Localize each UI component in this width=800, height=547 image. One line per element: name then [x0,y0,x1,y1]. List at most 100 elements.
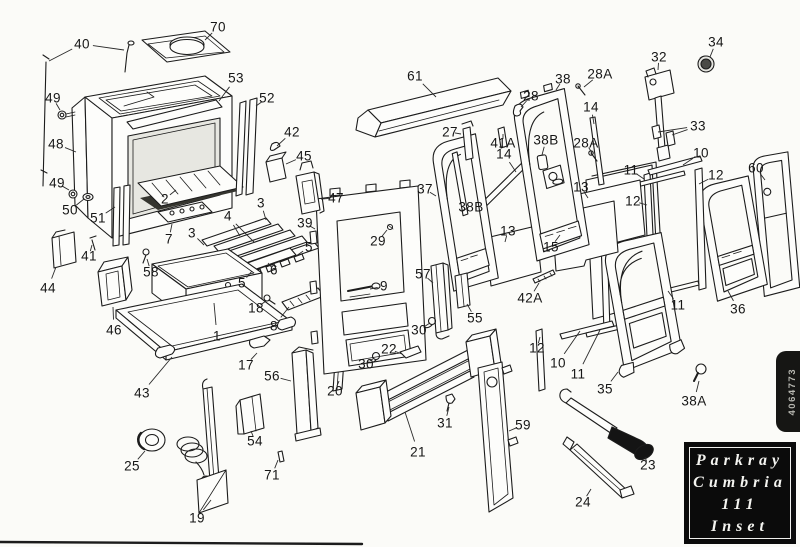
callout-13: 13 [500,223,516,239]
part-70-top-plate [141,30,231,63]
part-38a-screw [693,363,707,382]
callout-11: 11 [670,297,686,313]
part-38-door [513,82,590,262]
callout-33: 33 [690,118,706,134]
part-59-side-panel [477,361,519,513]
callout-7: 7 [165,231,173,247]
callout-10: 10 [693,145,709,161]
callout-58: 58 [143,264,159,280]
callout-8: 8 [270,318,278,334]
callout-28A: 28A [587,66,613,82]
callout-51: 51 [90,210,106,226]
callout-30: 30 [358,356,374,372]
callout-46: 46 [106,322,122,338]
callout-5: 5 [238,275,246,291]
callout-30: 30 [411,322,427,338]
part-51-strips [112,184,131,247]
callout-12: 12 [625,193,641,209]
callout-49: 49 [45,90,61,106]
part-54-bracket [235,393,265,435]
callout-18: 18 [248,300,264,316]
plate-line-type: Inset [711,517,769,535]
callout-21: 21 [410,444,426,460]
part-55-plate [454,272,471,309]
callout-52: 52 [259,90,275,106]
callout-2: 2 [161,191,169,207]
callout-55: 55 [467,310,483,326]
callout-10: 10 [550,355,566,371]
callout-9: 9 [380,278,388,294]
callout-29: 29 [370,233,386,249]
callout-49: 49 [49,175,65,191]
callout-4: 4 [224,208,232,224]
callout-56: 56 [264,368,280,384]
callout-53: 53 [228,70,244,86]
callout-14: 14 [496,146,512,162]
part-48-body [71,75,233,239]
callout-54: 54 [247,433,263,449]
callout-3: 3 [188,225,196,241]
part-43-base [115,283,296,361]
part-58-clip [142,248,150,264]
part-25-grommet [137,428,166,452]
callout-48: 48 [48,136,64,152]
part-27-strip [461,120,474,161]
part-61-canopy [355,77,512,138]
plate-line-number: 111 [721,495,759,513]
part-56-column [291,346,322,442]
part-44-plate [51,229,77,269]
part-2-deflector [137,165,244,210]
callout-57: 57 [415,266,431,282]
part-22-wedge [399,345,422,359]
callout-24: 24 [575,494,591,510]
callout-15: 15 [543,239,559,255]
part-30-clips [367,316,437,364]
callout-31: 31 [437,415,453,431]
part-24-tool [562,436,635,499]
part-29-screw [386,223,394,231]
callout-38B: 38B [533,132,559,148]
callout-20: 20 [327,383,343,399]
part-31-clip [445,393,456,412]
callout-47: 47 [328,190,344,206]
title-plate-border: Parkray Cumbria 111 Inset [689,447,791,539]
callout-17: 17 [238,357,254,373]
part-47-bracket [295,160,325,215]
callout-1: 1 [213,328,221,344]
callout-25: 25 [124,458,140,474]
callout-42A: 42A [517,290,543,306]
callout-40: 40 [74,36,90,52]
callout-42: 42 [284,124,300,140]
callout-35: 35 [597,381,613,397]
callout-59: 59 [515,417,531,433]
callout-3: 3 [257,195,265,211]
callout-61: 61 [407,68,423,84]
part-17-bracket [248,335,271,349]
part-34-knob [697,55,715,73]
callout-37: 37 [417,181,433,197]
callout-71: 71 [264,467,280,483]
callout-70: 70 [210,19,226,35]
part-41-screw [89,235,97,251]
part-7-bar [157,201,213,223]
part-35-door [604,232,686,378]
callout-41A: 41A [490,135,516,151]
callout-22: 22 [381,341,397,357]
callout-41: 41 [81,248,97,264]
part-60-frame [752,151,800,298]
callout-11: 11 [570,366,586,382]
part-57-channel [430,262,453,340]
part-71-pin [277,450,285,463]
part-9-lever [347,282,381,301]
callout-36: 36 [730,301,746,317]
callout-60: 60 [748,160,764,176]
part-33-clips [651,124,676,147]
callout-14: 14 [583,99,599,115]
callout-28: 28 [523,88,539,104]
part-49-bolts [57,110,94,202]
callout-5: 5 [305,239,313,255]
callout-39: 39 [297,215,313,231]
part-32-latch [644,67,675,162]
